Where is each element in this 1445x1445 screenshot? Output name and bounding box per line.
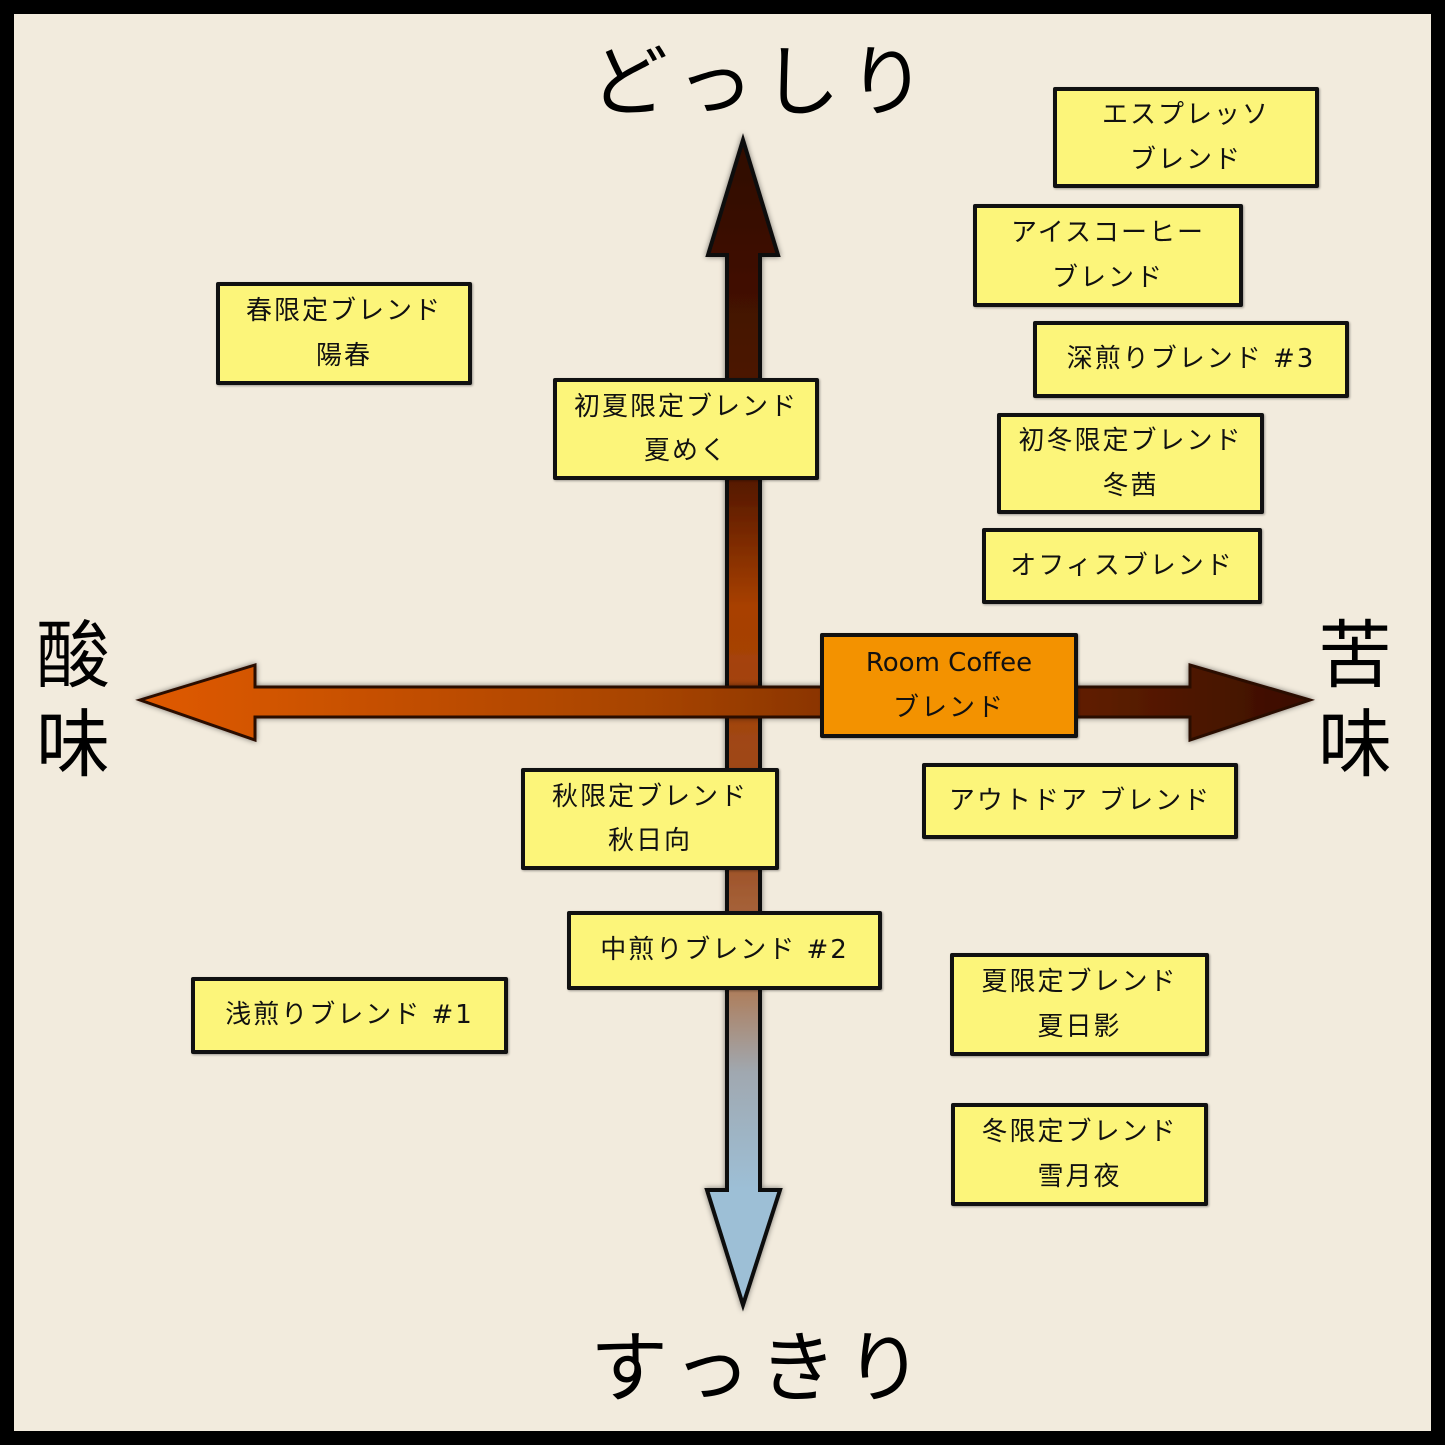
blend-line1: 春限定ブレンド: [245, 296, 442, 327]
blend-line1: Room Coffee: [865, 648, 1033, 679]
blend-line1: オフィスブレンド: [1010, 550, 1234, 581]
blend-line2: 冬茜: [1102, 470, 1159, 501]
blend-box-room-coffee: Room Coffee ブレンド: [820, 633, 1078, 738]
blend-box-early-winter: 初冬限定ブレンド 冬茜: [997, 413, 1264, 514]
blend-box-office: オフィスブレンド: [982, 528, 1262, 604]
blend-line1: 初冬限定ブレンド: [1018, 426, 1243, 457]
blend-box-espresso: エスプレッソ ブレンド: [1053, 87, 1319, 188]
axis-label-bottom: すっきり: [590, 1324, 931, 1414]
blend-line2: 夏めく: [643, 436, 728, 466]
blend-box-dark-roast-3: 深煎りブレンド #3: [1033, 321, 1349, 398]
blend-box-light-roast-1: 浅煎りブレンド #1: [191, 977, 508, 1054]
blend-line1: アイスコーヒー: [1011, 218, 1205, 249]
blend-line2: 秋日向: [607, 826, 692, 856]
blend-line1: 秋限定ブレンド: [551, 781, 748, 812]
blend-box-winter: 冬限定ブレンド 雪月夜: [951, 1103, 1208, 1206]
vertical-axis-arrow: [704, 133, 783, 1312]
blend-line2: 陽春: [315, 340, 372, 371]
horizontal-axis-arrow: [135, 662, 1316, 743]
blend-line1: 中煎りブレンド #2: [600, 935, 849, 966]
blend-box-medium-roast-2: 中煎りブレンド #2: [567, 911, 882, 990]
blend-line1: 初夏限定ブレンド: [573, 391, 798, 422]
blend-line1: 深煎りブレンド #3: [1066, 344, 1316, 375]
blend-box-summer: 夏限定ブレンド 夏日影: [950, 953, 1209, 1056]
blend-box-outdoor: アウトドア ブレンド: [922, 763, 1238, 839]
blend-line2: ブレンド: [1051, 262, 1164, 293]
blend-line2: ブレンド: [1129, 144, 1242, 175]
blend-line1: アウトドア ブレンド: [948, 785, 1212, 816]
axis-label-right: 苦味: [1318, 613, 1392, 788]
blend-line1: エスプレッソ: [1101, 100, 1270, 131]
axis-label-left: 酸味: [36, 613, 110, 788]
blend-box-early-summer: 初夏限定ブレンド 夏めく: [553, 378, 819, 480]
axis-label-top: どっしり: [590, 38, 935, 128]
blend-line1: 夏限定ブレンド: [981, 967, 1178, 998]
blend-line2: 夏日影: [1037, 1011, 1122, 1042]
blend-line2: ブレンド: [892, 692, 1005, 723]
blend-box-autumn: 秋限定ブレンド 秋日向: [521, 768, 779, 870]
blend-line2: 雪月夜: [1037, 1161, 1122, 1192]
blend-line1: 浅煎りブレンド #1: [225, 1000, 474, 1031]
blend-box-spring: 春限定ブレンド 陽春: [216, 282, 472, 385]
blend-line1: 冬限定ブレンド: [981, 1117, 1178, 1148]
blend-box-ice-coffee: アイスコーヒー ブレンド: [973, 204, 1243, 307]
